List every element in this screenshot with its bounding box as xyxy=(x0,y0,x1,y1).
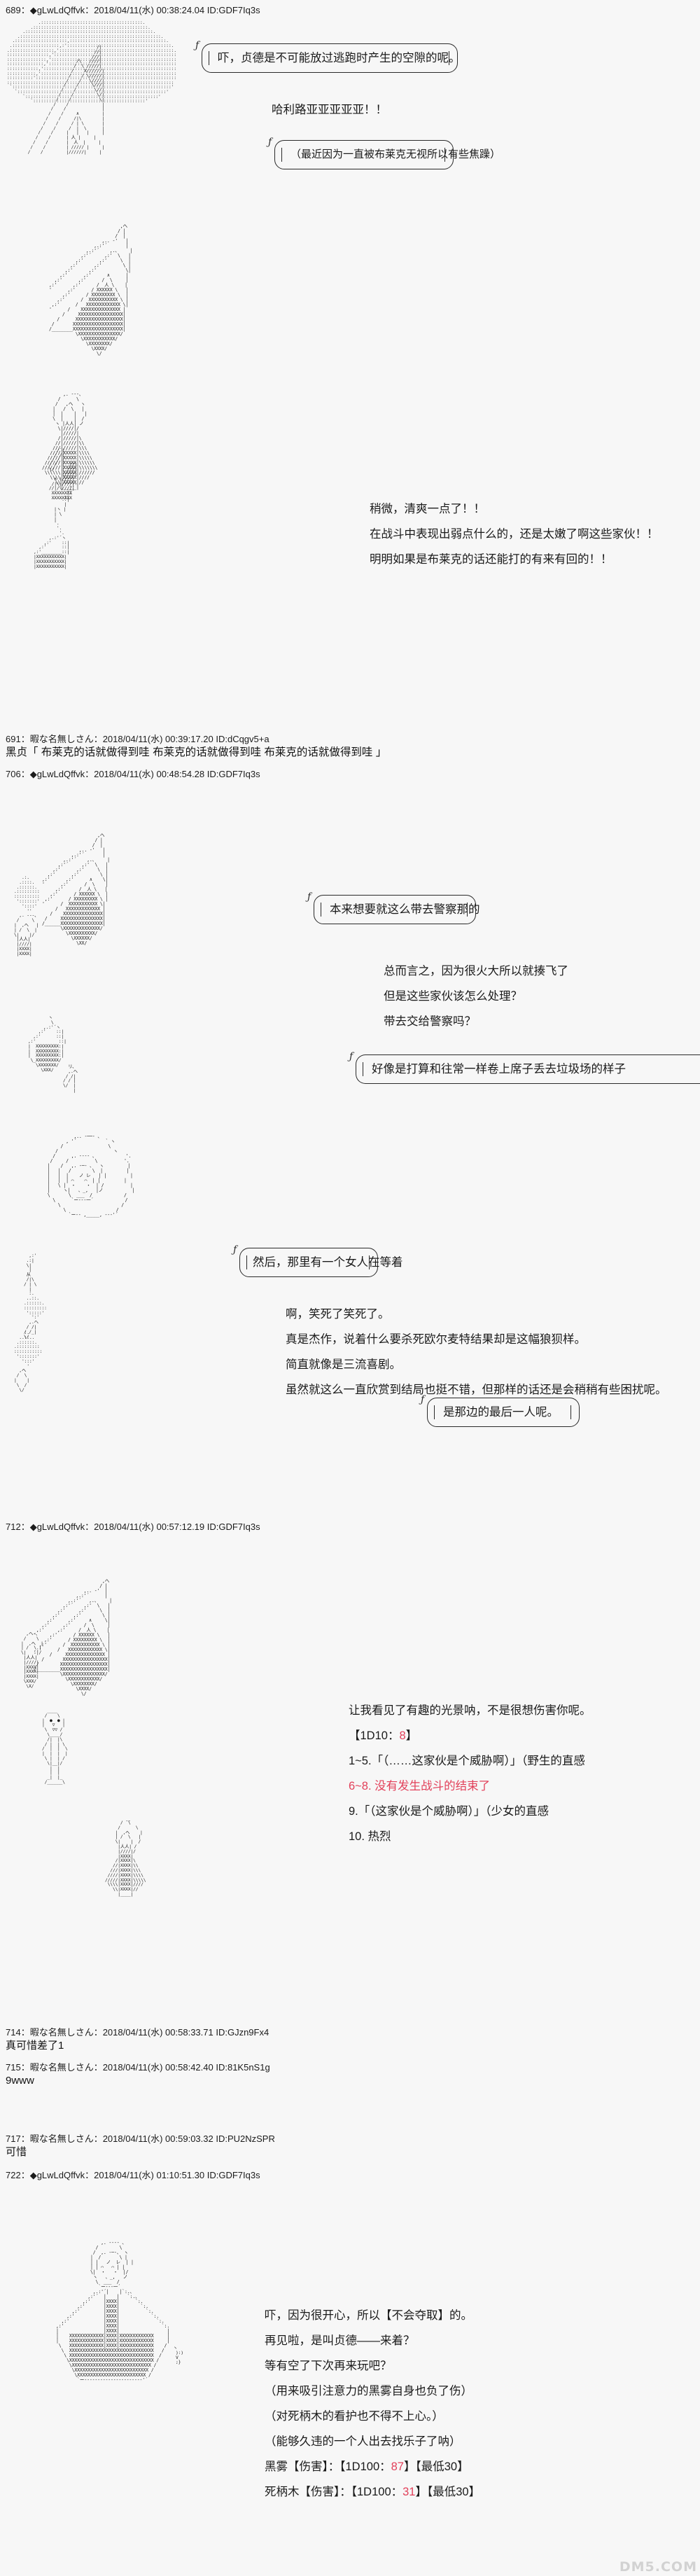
ascii-art-9: リ、 ,.ヘ / /| / / | \/ | | xyxy=(63,1064,78,1093)
balloon-3-text: 本来想要就这么带去警察那的 xyxy=(330,903,480,916)
balloon-tail-icon: ƒ xyxy=(421,1394,425,1405)
ascii-art-7: .:. .::::. .::::::. .::::::::: :::::::::… xyxy=(14,875,40,956)
speech-balloon-6: ƒ 是那边的最后一人呢。 xyxy=(421,1394,580,1427)
scene1-line-1: 哈利路亚亚亚亚亚！！ xyxy=(272,104,387,116)
balloon-left-bar-icon xyxy=(434,1405,435,1419)
scene6-damage-1: 黑雾【伤害】：【1D100：87】【最低30】 xyxy=(265,2456,469,2477)
scene4-line-1: 啊，笑死了笑死了。 xyxy=(286,1308,390,1321)
post-header-717: 717：暇な名無しさん：2018/04/11(水) 00:59:03.32 ID… xyxy=(6,2133,275,2144)
scene6-line-4: （用来吸引注意力的黑雾自身也负了伤） xyxy=(265,2385,472,2397)
post-header-715: 715：暇な名無しさん：2018/04/11(水) 00:58:42.40 ID… xyxy=(6,2062,270,2073)
post-body-714: 真可惜差了1 xyxy=(6,2040,64,2052)
scene5-roll-close: 】 xyxy=(405,1729,418,1742)
scene3-line-2: 但是这些家伙该怎么处理？ xyxy=(384,990,522,1003)
scene5-option-2: 6~8. 没有发生战斗的结束了 xyxy=(349,1780,491,1792)
scene6-damage-2: 死柄木【伤害】：【1D100：31】【最低30】 xyxy=(265,2481,480,2502)
scene6-line-2: 再见啦，是叫贞德——来着？ xyxy=(265,2334,415,2347)
ascii-art-10: ,.. -──- 、 , '´ ` ヽ / \ / ヽ / ,. -‐‐- 、 … xyxy=(47,1134,135,1218)
balloon-tail-icon: ƒ xyxy=(268,137,272,148)
balloon-5-text: 然后，那里有一个女人在等着 xyxy=(253,1256,403,1269)
balloon-tail-icon: ƒ xyxy=(307,891,312,903)
speech-balloon-5: ƒ 然后，那里有一个女人在等着 xyxy=(233,1244,403,1277)
balloon-right-bar-icon xyxy=(444,148,445,162)
balloon-tail-icon: ƒ xyxy=(233,1244,237,1255)
post-header-691: 691：暇な名無しさん：2018/04/11(水) 00:39:17.20 ID… xyxy=(6,734,270,744)
post-body-691: 黑贞「 布莱克的话就做得到哇 布莱克的话就做得到哇 布莱克的话就做得到哇 」 xyxy=(6,746,387,758)
balloon-4-text: 好像是打算和往常一样卷上席子丢去垃圾场的样子 xyxy=(372,1063,626,1075)
post-header-689: 689：◆gLwLdQffvk：2018/04/11(水) 00:38:24.0… xyxy=(6,5,260,15)
ascii-art-2: ,ヘ / | / | ,.. -' | ,.:'´ | ,.:'´ ,.、 | … xyxy=(49,223,133,356)
ascii-art-11: ,:' .:| \| | 从 /|\ / | \ | :. ..::. .:::… xyxy=(24,1253,47,1339)
ascii-art-16: / ̄ ̄\ / \ | ,へ | | / \ | \| | / |人人| / … xyxy=(105,1820,146,1897)
speech-balloon-1: ƒ 吓，贞德是不可能放过逃跑时产生的空隙的呢。 xyxy=(195,40,461,73)
damage-1-label: 黑雾【伤害】：【1D100： xyxy=(265,2460,391,2473)
scene3-line-1: 总而言之，因为很火大所以就揍飞了 xyxy=(384,965,568,977)
balloon-1-text: 吓，贞德是不可能放过逃跑时产生的空隙的呢。 xyxy=(218,52,461,64)
scene4-line-2: 真是杰作，说着什么要杀死欧尔麦特结果却是这幅狼狈样。 xyxy=(286,1333,586,1346)
balloon-left-bar-icon xyxy=(246,1255,248,1269)
damage-2-value: 31 xyxy=(402,2486,416,2498)
ascii-art-1: .:::::::::::::::::::::::::::::::::::::::… xyxy=(7,20,177,104)
ascii-art-figure-1: /| //| ///| /\ ////| / \ /////| / X/////… xyxy=(27,43,105,155)
ascii-art-18: ヽ ):) V ;} xyxy=(173,2345,183,2365)
speech-balloon-2: ƒ （最近因为一直被布莱克无视所以有些焦躁） xyxy=(268,137,500,169)
balloon-2-text: （最近因为一直被布莱克无视所以有些焦躁） xyxy=(290,148,501,160)
scene5-option-4: 10. 热烈 xyxy=(349,1830,391,1843)
balloon-left-bar-icon xyxy=(281,148,283,162)
damage-2-tail: 】【最低30】 xyxy=(415,2486,481,2498)
scene5-option-1: 1~5.「（……这家伙是个威胁啊）」（野生的直感 xyxy=(349,1755,585,1767)
scene2-line-3: 明明如果是布莱克的话还能打的有来有回的！！ xyxy=(370,553,612,566)
ascii-art-14: ,ヘ-、 / \ | ,へ | | / \ | \| |/ |人人| |////… xyxy=(21,1631,43,1689)
damage-2-label: 死柄木【伤害】：【1D100： xyxy=(265,2486,403,2498)
ascii-art-15: ____ / \ | ● ● | | ▽ | \ ▽▽ / \____/ /| … xyxy=(42,1708,68,1785)
ascii-art-3: ,. -‐-、 / \ / ,へ ヽ | / \ | | | | | \ | |… xyxy=(42,391,98,490)
scene6-line-5: （对死柄木的看护也不得不上心。） xyxy=(265,2410,444,2423)
ascii-art-17: ,. -‐‐- 、 / \ / ,. -─-、 ヽ | / \ | | | ノ … xyxy=(56,2240,170,2383)
speech-balloon-3: ƒ 本来想要就这么带去警察那的 xyxy=(307,891,480,924)
scene5-roll-label: 【1D10： xyxy=(349,1729,400,1742)
scene4-line-3: 简直就像是三流喜剧。 xyxy=(286,1358,401,1371)
ascii-art-4: ,:' ,:' ,:' .:| | |ヽ | | \ | '. '. '. ,.… xyxy=(34,482,78,569)
ascii-art-8: ヽ \ ,.:'´ヽ ,:' ::| ,:' ::| ,:' ::| | XXX… xyxy=(28,1015,66,1073)
balloon-tail-icon: ƒ xyxy=(195,40,200,51)
balloon-right-bar-icon xyxy=(368,1255,370,1269)
damage-1-tail: 】【最低30】 xyxy=(403,2460,469,2473)
scene4-line-4: 虽然就这么一直欣赏到结局也挺不错，但那样的话还是会稍稍有些困扰呢。 xyxy=(286,1384,667,1396)
post-body-715: 9www xyxy=(6,2075,34,2087)
scene2-line-1: 稍微，清爽一点了！！ xyxy=(370,503,485,515)
speech-balloon-4: ƒ 好像是打算和往常一样卷上席子丢去垃圾场的样子 xyxy=(349,1051,700,1084)
scene6-line-6: （能够久违的一个人出去找乐子了呐） xyxy=(265,2435,461,2448)
ascii-art-13: ,ヘ / | ,.. -' | ,.:'´ | ,.:'´ ,.、 | ,:'´… xyxy=(34,1578,112,1697)
post-body-717: 可惜 xyxy=(6,2146,27,2158)
scene6-line-3: 等有空了下次再来玩吧？ xyxy=(265,2360,392,2372)
damage-1-value: 87 xyxy=(391,2460,404,2473)
scene6-line-1: 吓，因为很开心，所以【不会夺取】的。 xyxy=(265,2309,472,2322)
balloon-right-bar-icon xyxy=(466,903,468,917)
post-header-712: 712：◆gLwLdQffvk：2018/04/11(水) 00:57:12.1… xyxy=(6,1522,260,1532)
scene2-line-2: 在战斗中表现出弱点什么的，还是太嫩了啊这些家伙！！ xyxy=(370,528,659,541)
scene3-line-3: 带去交给警察吗？ xyxy=(384,1015,476,1028)
scene5-roll: 【1D10：8】 xyxy=(349,1725,417,1746)
site-watermark: DM5.COM xyxy=(619,2559,697,2575)
post-header-722: 722：◆gLwLdQffvk：2018/04/11(水) 01:10:51.3… xyxy=(6,2170,260,2180)
balloon-right-bar-icon xyxy=(570,1405,571,1419)
ascii-art-6: ,ヘ / | / | ,.. -' | ,.:'´ | ,.:'´ ,.、 | … xyxy=(42,833,110,946)
post-header-714: 714：暇な名無しさん：2018/04/11(水) 00:58:33.71 ID… xyxy=(6,2027,270,2038)
scene5-option-3: 9.「（这家伙是个威胁啊）」（少女的直感 xyxy=(349,1805,550,1818)
post-header-706: 706：◆gLwLdQffvk：2018/04/11(水) 00:48:54.2… xyxy=(6,769,260,779)
ascii-art-5: /´| / /| / / | / / | //| \/ | ///| |////… xyxy=(49,447,78,501)
balloon-tail-icon: ƒ xyxy=(349,1051,354,1062)
ascii-art-12: :. ..::.. .::::::. .::::::::: ::::::::::… xyxy=(14,1330,43,1393)
balloon-6-text: 是那边的最后一人呢。 xyxy=(443,1406,559,1419)
scene5-roll-value: 8 xyxy=(399,1729,406,1742)
scene5-line-1: 让我看见了有趣的光景呐，不是很想伤害你呢。 xyxy=(349,1704,592,1717)
